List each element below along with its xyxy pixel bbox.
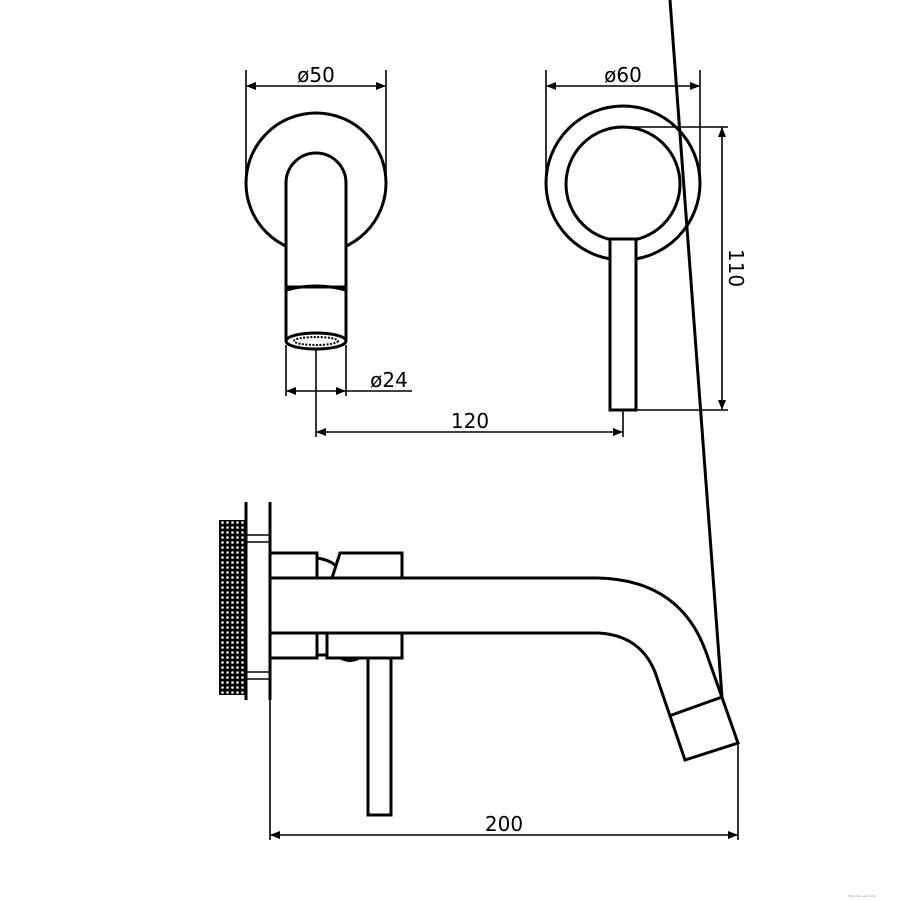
dim-label-24: ø24	[370, 368, 408, 392]
knurled-handle	[219, 520, 246, 695]
dim-label-60: ø60	[604, 63, 642, 87]
dim-label-120: 120	[451, 409, 489, 433]
footer-text: Mynotes Lemonite	[848, 894, 876, 898]
dim-label-50: ø50	[297, 63, 335, 87]
dimension-projection: 200	[269, 700, 739, 840]
lever-side	[366, 656, 393, 817]
dimension-height: 110	[623, 126, 748, 411]
dimension-spacing: 120	[315, 350, 624, 437]
dim-label-200: 200	[485, 812, 523, 836]
handle-front-view	[544, 104, 702, 412]
handle-wall-plate	[544, 104, 702, 262]
handle-knob	[564, 125, 682, 243]
spout-side	[270, 576, 740, 762]
side-view	[219, 0, 740, 817]
dimension-spout-plate: ø50	[245, 63, 387, 183]
spout-front-view	[244, 111, 388, 351]
dim-label-110: 110	[724, 249, 748, 287]
dimension-outlet: ø24	[285, 345, 412, 396]
spout-body	[284, 151, 348, 340]
aerator	[284, 331, 348, 351]
handle-lever	[608, 237, 638, 412]
